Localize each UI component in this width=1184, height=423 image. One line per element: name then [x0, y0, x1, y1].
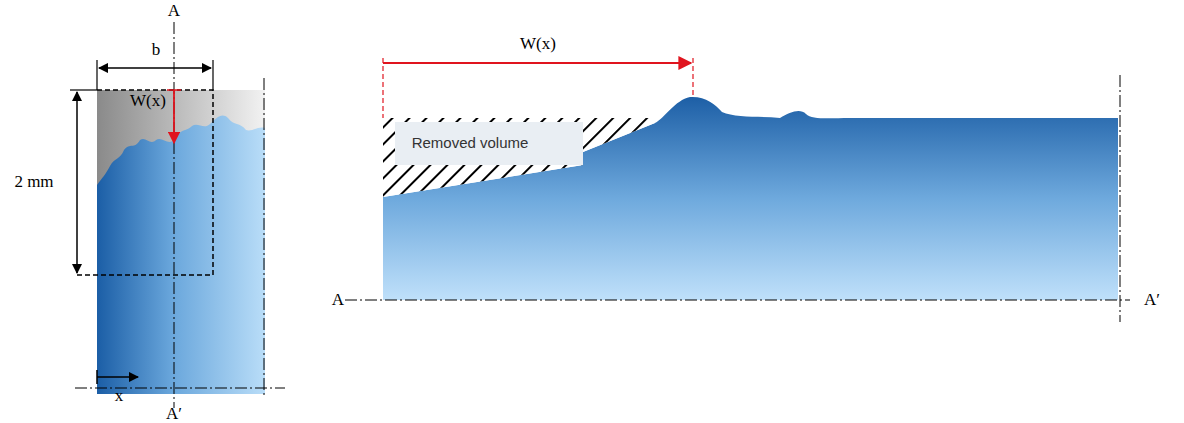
cross-section [383, 97, 1118, 300]
width-arrow [383, 62, 691, 64]
section-letter: A [332, 291, 344, 310]
coordinate-arrow [96, 370, 98, 384]
coordinate-arrow [97, 376, 138, 378]
dimension-line [99, 67, 211, 69]
section-axis [174, 22, 175, 408]
removed-volume [383, 118, 655, 197]
extension-line [70, 89, 97, 90]
symmetry-axis [75, 388, 285, 389]
section-letter: A′ [1144, 291, 1160, 310]
extension-line [212, 60, 213, 90]
extension-line [96, 60, 97, 90]
dimension-label: b [152, 41, 161, 60]
symmetry-axis [264, 78, 265, 398]
removed-volume-patch [395, 122, 583, 165]
dimension-line [76, 92, 78, 273]
symmetry-axis [1120, 75, 1121, 322]
depth-label: W(x) [130, 92, 166, 111]
section-letter: A′ [166, 405, 182, 423]
specimen [97, 90, 265, 394]
extension-line [692, 58, 693, 96]
dimension-label: 2 mm [14, 173, 53, 192]
width-label: W(x) [520, 35, 556, 54]
coordinate-label: x [115, 387, 124, 406]
section-letter: A [168, 2, 180, 21]
region-label: Removed volume [408, 133, 533, 154]
measure-area [77, 90, 213, 275]
depth-arrow [173, 90, 175, 143]
worn-region [97, 90, 265, 185]
extension-line [382, 58, 383, 118]
section-axis [345, 300, 1130, 301]
